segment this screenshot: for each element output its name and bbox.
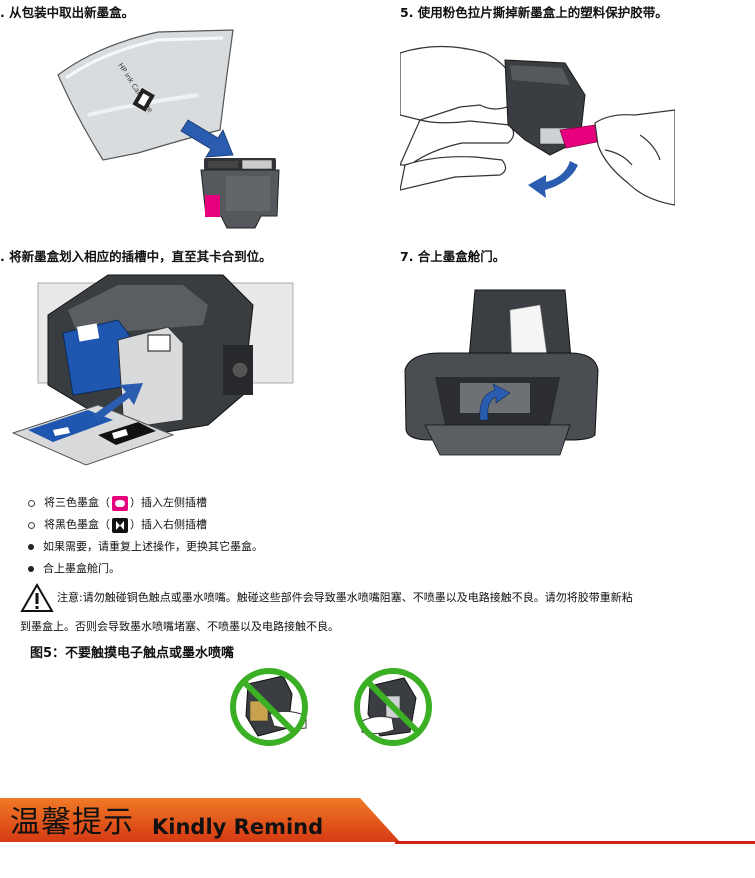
banner-title-en: Kindly Remind <box>152 815 324 839</box>
step-4-illustration: HP ink Cartridge <box>57 29 280 229</box>
list-item-text: 合上墨盒舱门。 <box>43 562 120 575</box>
instruction-list: 将三色墨盒（ ）插入左侧插槽 将黑色墨盒（ ）插入右侧插槽 如果需要，请重复上述… <box>28 492 263 580</box>
step-7-title: 7. 合上墨盒舱门。 <box>400 249 506 264</box>
list-item-text-after: ）插入右侧插槽 <box>130 518 207 531</box>
list-item-text-before: 将三色墨盒（ <box>44 496 110 509</box>
pull-arrow-icon <box>528 161 578 198</box>
warning-text-line2: 到墨盒上。否则会导致墨水喷嘴堵塞、不喷墨以及电路接触不良。 <box>20 620 339 633</box>
step-5-illustration <box>400 45 675 206</box>
step-4-title: . 从包装中取出新墨盒。 <box>0 5 135 20</box>
banner-title-cn: 温馨提示 <box>10 805 134 840</box>
insert-arrow-icon <box>93 383 143 421</box>
left-hand <box>400 45 516 191</box>
right-hand <box>594 109 675 206</box>
printer <box>404 289 599 456</box>
tricolor-cartridge-icon <box>112 495 128 511</box>
no-touch-nozzles-icon <box>354 668 432 746</box>
list-item: 如果需要，请重复上述操作，更换其它墨盒。 <box>28 536 263 558</box>
step-5-title: 5. 使用粉色拉片撕掉新墨盒上的塑料保护胶带。 <box>400 5 668 20</box>
tricolor-cartridge <box>200 158 280 229</box>
list-item: 将三色墨盒（ ）插入左侧插槽 <box>28 492 263 514</box>
kindly-remind-banner <box>0 798 755 844</box>
list-item-text: 如果需要，请重复上述操作，更换其它墨盒。 <box>43 540 263 553</box>
bullet-open-icon <box>28 521 35 529</box>
list-item-text-before: 将黑色墨盒（ <box>44 518 110 531</box>
figure-5-caption: 图5：不要触摸电子触点或墨水喷嘴 <box>30 646 235 661</box>
black-cartridge-icon <box>112 517 128 533</box>
bullet-filled-icon <box>28 566 34 572</box>
close-door-arrow-icon <box>479 383 511 421</box>
warning-text-line1: 注意:请勿触碰铜色触点或墨水喷嘴。触碰这些部件会导致墨水喷嘴阻塞、不喷墨以及电路… <box>57 591 633 604</box>
list-item-text-after: ）插入左侧插槽 <box>130 496 207 509</box>
remove-arrow-icon <box>180 119 234 158</box>
bullet-filled-icon <box>28 544 34 550</box>
list-item: 将黑色墨盒（ ）插入右侧插槽 <box>28 514 263 536</box>
cartridge-being-inserted <box>11 404 175 466</box>
list-item: 合上墨盒舱门。 <box>28 558 263 580</box>
no-touch-contacts-icon <box>230 668 308 746</box>
bullet-open-icon <box>28 499 35 507</box>
step-7-illustration <box>404 289 599 456</box>
step-6-illustration <box>11 274 294 466</box>
warning-icon <box>20 583 54 612</box>
installed-cartridges <box>62 319 184 426</box>
step-6-title: . 将新墨盒划入相应的插槽中，直至其卡合到位。 <box>0 249 272 264</box>
